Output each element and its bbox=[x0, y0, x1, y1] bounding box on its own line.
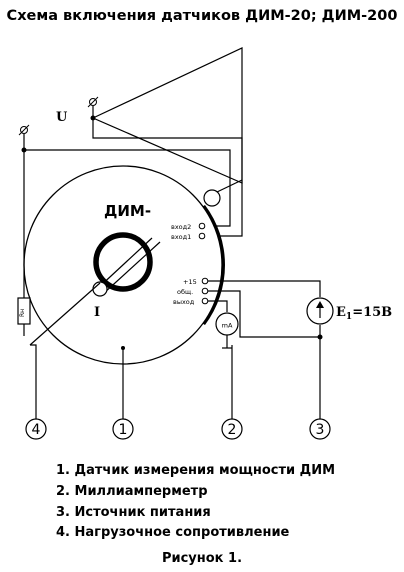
legend-item-1: 1. Датчик измерения мощности ДИМ bbox=[56, 463, 335, 478]
svg-text:4: 4 bbox=[32, 422, 41, 438]
legend-item-2: 2. Миллиамперметр bbox=[56, 484, 208, 499]
terminal-label-common: общ. bbox=[177, 288, 193, 296]
shaft-end bbox=[92, 281, 108, 297]
svg-text:1: 1 bbox=[119, 422, 128, 438]
callout-1: 1 bbox=[112, 418, 134, 440]
shaft-bar-2 bbox=[103, 241, 161, 294]
legend-item-4: 4. Нагрузочное сопротивление bbox=[56, 525, 290, 540]
center-hole bbox=[93, 232, 153, 292]
svg-text:2: 2 bbox=[228, 422, 237, 438]
milliammeter: mA bbox=[215, 312, 239, 336]
figure-caption: Рисунок 1. bbox=[162, 551, 242, 566]
wire-common bbox=[208, 290, 320, 338]
terminal-label-plus15: +15 bbox=[183, 278, 197, 286]
terminal-label-input1: вход1 bbox=[171, 233, 191, 241]
device-name: ДИМ- bbox=[104, 202, 151, 220]
power-source bbox=[306, 297, 334, 325]
terminal-label-output: выход bbox=[173, 298, 195, 306]
source-label: E1=15В bbox=[336, 305, 392, 322]
shaft-knob bbox=[203, 189, 221, 207]
diagram-title: Схема включения датчиков ДИМ-20; ДИМ-200 bbox=[7, 8, 398, 24]
callout-3: 3 bbox=[309, 418, 331, 440]
wire-left-top bbox=[24, 149, 231, 227]
terminal-label-input2: вход2 bbox=[171, 223, 191, 231]
wire-plus15 bbox=[208, 280, 321, 297]
callout-4: 4 bbox=[25, 418, 47, 440]
meter-label: mA bbox=[222, 322, 233, 330]
shaft-bar-1 bbox=[96, 237, 153, 290]
legend-item-3: 3. Источник питания bbox=[56, 505, 211, 520]
voltage-label: U bbox=[56, 110, 68, 125]
current-terminal bbox=[18, 124, 30, 153]
wire-output bbox=[208, 300, 228, 312]
current-label: I bbox=[94, 305, 100, 320]
load-resistor: Rн bbox=[17, 297, 31, 325]
voltage-triangle bbox=[91, 47, 243, 184]
wire-u-loop bbox=[92, 118, 243, 237]
svg-text:3: 3 bbox=[316, 422, 325, 438]
callout-2: 2 bbox=[221, 418, 243, 440]
resistor-label: Rн bbox=[19, 309, 26, 317]
